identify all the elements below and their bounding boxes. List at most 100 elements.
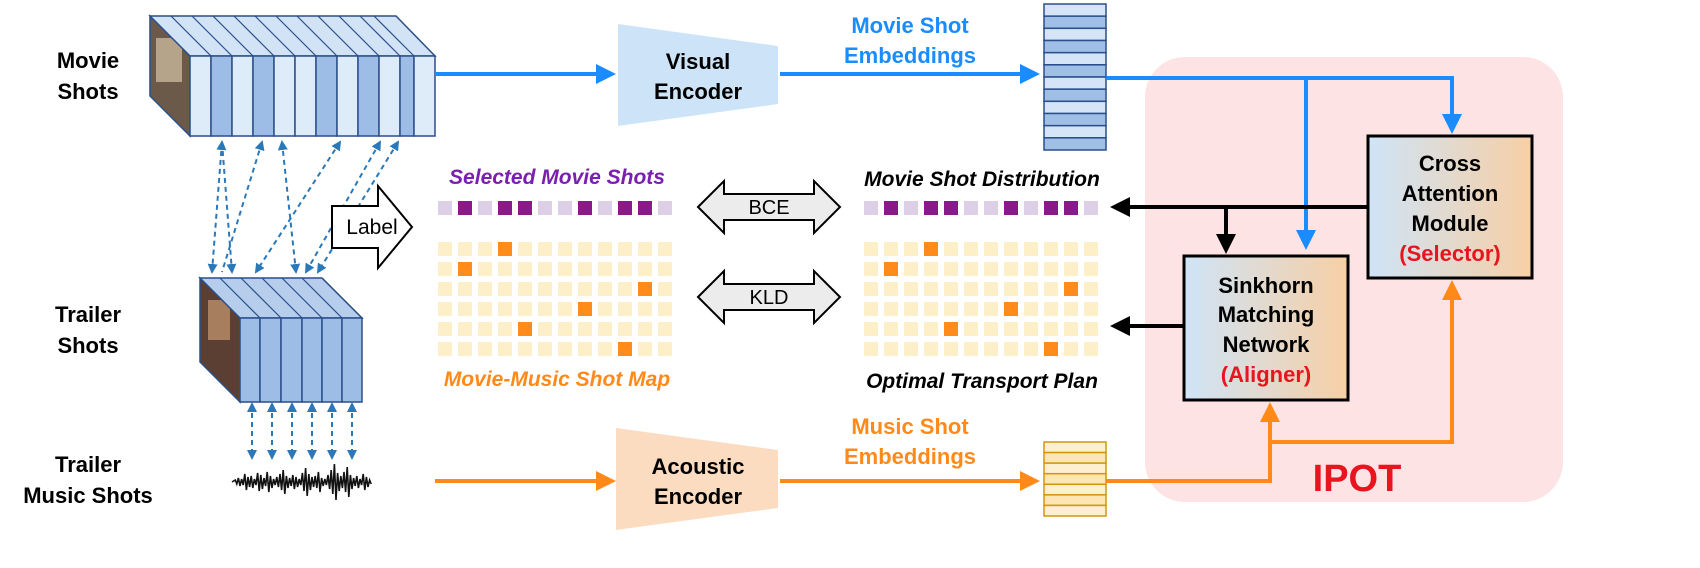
selected-shot-cell [458,201,472,215]
grid-cell [924,262,938,276]
music-embedding-row [1043,441,1107,454]
grid-cell [518,262,532,276]
grid-cell [658,302,672,316]
cross-attention-label-2: Attention [1402,181,1499,206]
grid-cell [618,322,632,336]
movie-shot-slice [413,55,436,137]
grid-cell [884,342,898,356]
grid-cell [1004,322,1018,336]
matched-cell [458,262,472,276]
grid-cell [498,282,512,296]
grid-cell [498,342,512,356]
grid-cell [1084,262,1098,276]
grid-cell [1064,262,1078,276]
grid-cell [518,242,532,256]
selected-shot-cell [638,201,652,215]
trailer-stack-edge [261,277,303,319]
grid-cell [1004,242,1018,256]
movie-embedding-row [1043,27,1107,42]
grid-cell [518,282,532,296]
selected-shot-cell [924,201,938,215]
movie-shot-slice [273,55,296,137]
grid-cell [658,322,672,336]
grid-cell [1084,342,1098,356]
grid-cell [658,262,672,276]
grid-cell [618,262,632,276]
acoustic-encoder-label-2: Encoder [654,484,742,509]
grid-cell [618,242,632,256]
grid-cell [538,262,552,276]
grid-cell [1064,342,1078,356]
ipot-label: IPOT [1313,458,1402,500]
grid-cell [598,262,612,276]
grid-cell [984,262,998,276]
movie-shot-slice [399,55,415,137]
grid-cell [1004,342,1018,356]
grid-cell [478,342,492,356]
cross-attention-label-3: Module [1412,211,1489,236]
movie-stack-edge [254,15,296,57]
kld-label: KLD [750,287,789,309]
movie-shot-distribution-label: Movie Shot Distribution [864,168,1100,191]
matched-cell [924,242,938,256]
grid-cell [638,342,652,356]
movie-shot-slice [252,55,275,137]
grid-cell [1044,322,1058,336]
music-embedding-row [1043,483,1107,496]
bce-label: BCE [748,197,789,219]
grid-cell [458,302,472,316]
grid-cell [904,282,918,296]
selected-shot-cell [1064,201,1078,215]
grid-cell [438,282,452,296]
movie-music-shot-map-label: Movie-Music Shot Map [444,368,671,391]
grid-cell [964,342,978,356]
grid-cell [538,242,552,256]
matched-cell [638,282,652,296]
grid-cell [1084,282,1098,296]
grid-cell [578,282,592,296]
grid-cell [598,282,612,296]
grid-cell [578,342,592,356]
grid-cell [984,302,998,316]
grid-cell [864,322,878,336]
matched-cell [884,262,898,276]
selected-shot-cell [498,201,512,215]
grid-cell [884,282,898,296]
movie-stack-edge [338,15,380,57]
unselected-shot-cell [984,201,998,215]
unselected-shot-cell [598,201,612,215]
movie-embedding-row [1043,137,1107,151]
movie-embedding-row [1043,64,1107,78]
grid-cell [518,302,532,316]
trailer-shots-stack [198,276,364,404]
grid-cell [1024,262,1038,276]
matched-cell [1004,302,1018,316]
movie-stack-edge [275,15,317,57]
matched-cell [498,242,512,256]
visual-encoder-label-1: Visual [666,49,730,74]
grid-cell [558,262,572,276]
movie-embedding-row [1043,112,1107,127]
selected-shot-cell [1044,201,1058,215]
movie-shot-slice [294,55,317,137]
grid-cell [964,322,978,336]
grid-cell [864,282,878,296]
unselected-shot-cell [864,201,878,215]
grid-cell [904,302,918,316]
grid-cell [1064,322,1078,336]
movie-stack-edge [212,15,254,57]
trailer-shots-label-2: Shots [57,333,118,358]
grid-cell [964,302,978,316]
grid-cell [578,322,592,336]
grid-cell [558,342,572,356]
grid-cell [438,322,452,336]
trailer-stack-edge [301,277,343,319]
movie-embedding-row [1043,15,1107,30]
movie-embedding-row [1043,51,1107,66]
label-arrow: Label [331,183,414,271]
grid-cell [498,322,512,336]
trailer-shots-label-1: Trailer [55,302,121,327]
grid-cell [904,342,918,356]
grid-cell [904,242,918,256]
